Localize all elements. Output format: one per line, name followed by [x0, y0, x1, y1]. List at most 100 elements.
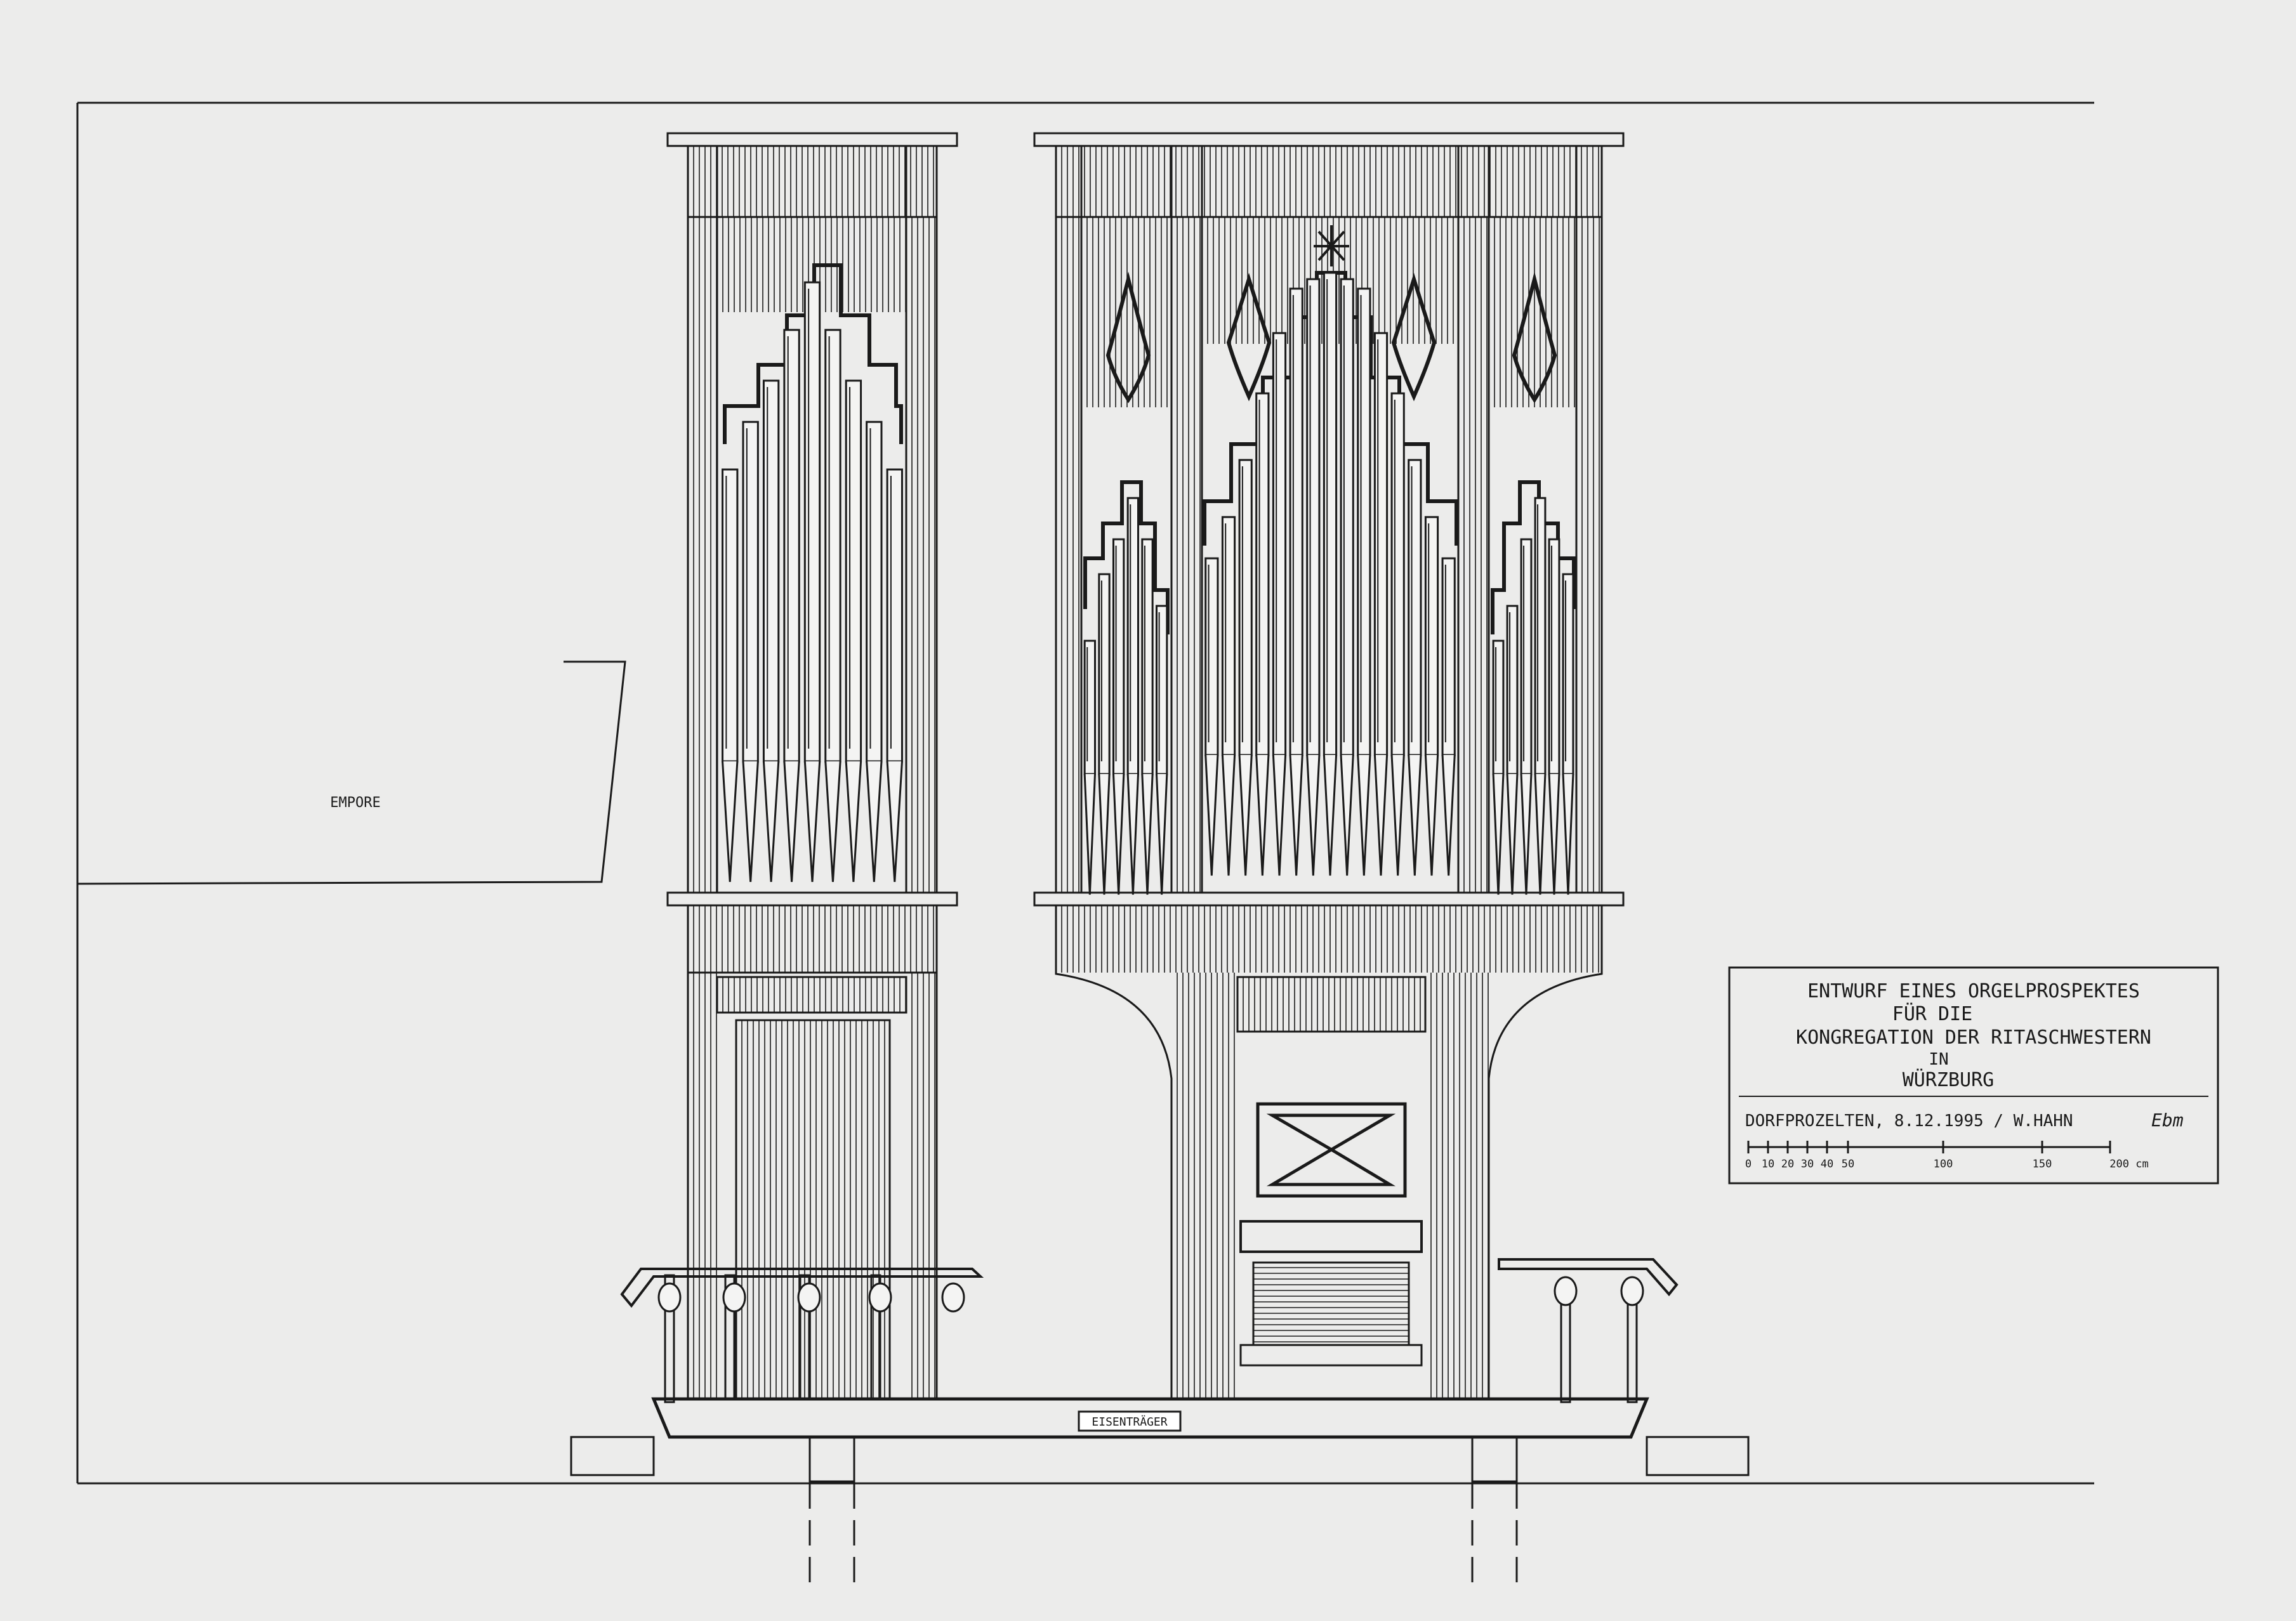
organ-pipe: [1340, 278, 1354, 876]
hatch-zone: [1494, 217, 1575, 407]
organ-pipe: [1221, 516, 1236, 876]
hatch-zone: [722, 977, 906, 1013]
organ-pipe: [762, 379, 780, 883]
scale-tick-label-20: 20: [1781, 1158, 1794, 1171]
signature-mark: Ebm: [2151, 1110, 2184, 1131]
right-support-column: [1471, 1436, 1518, 1483]
railing-post: [724, 1274, 736, 1400]
scale-tick-label-100: 100: [1934, 1158, 1953, 1171]
hatch-zone: [693, 973, 717, 1399]
hatch-zone: [1177, 217, 1201, 893]
beam-label: EISENTRÄGER: [1092, 1415, 1167, 1429]
organ-pipe: [886, 468, 903, 883]
left-tower-post-left: [687, 145, 718, 894]
railing-knob: [868, 1282, 892, 1313]
gallery-label: EMPORE: [330, 795, 380, 811]
organ-pipe: [1534, 497, 1547, 895]
organ-pipe: [1272, 332, 1287, 876]
main-case-cornice: [1033, 132, 1625, 147]
scale-tick-label-30: 30: [1801, 1158, 1814, 1171]
hatch-zone: [693, 905, 934, 973]
left-railing: [620, 1268, 984, 1403]
railing-post: [870, 1274, 881, 1400]
left-tower-console-panel: [716, 976, 907, 1014]
railing-knob: [941, 1282, 965, 1313]
hatch-zone: [1581, 217, 1600, 893]
hatch-zone: [1177, 973, 1235, 1399]
star-ornament: [1314, 225, 1349, 266]
scale-tick-label-0: 0: [1745, 1158, 1752, 1171]
organ-pipe: [1098, 573, 1111, 895]
beam-label-box: [1078, 1410, 1182, 1432]
main-case-console-panel: [1236, 976, 1427, 1033]
organ-pipe: [1441, 557, 1456, 876]
main-case-pedal-panel: [1252, 1261, 1410, 1346]
organ-pipe: [1141, 538, 1154, 895]
railing-knob: [657, 1282, 682, 1313]
organ-pipes: [722, 272, 1574, 895]
main-case-post-right: [1575, 145, 1603, 894]
organ-pipe: [866, 421, 883, 883]
scale-ticks: [1747, 1141, 2111, 1153]
hatch-zone: [1253, 1267, 1409, 1342]
hatch-zone: [911, 973, 935, 1399]
organ-pipe: [1424, 516, 1439, 876]
organ-pipe: [1323, 272, 1338, 876]
hatch-zone: [1086, 217, 1168, 407]
organ-pipe: [742, 421, 759, 883]
scale-tick-label-50: 50: [1842, 1158, 1854, 1171]
organ-pipe: [1390, 392, 1405, 876]
hatch-zone: [911, 217, 935, 893]
organ-pipe: [1112, 538, 1125, 895]
organ-pipe: [824, 329, 841, 883]
railing-post: [799, 1274, 810, 1400]
organ-pipe: [1238, 459, 1253, 876]
hatch-zone: [741, 1020, 885, 1399]
hatch-zone: [722, 217, 906, 312]
railing-knob: [1620, 1276, 1644, 1306]
title-line-1: ENTWURF EINES ORGELPROSPEKTES: [1807, 980, 2140, 1002]
hatch-zone: [1061, 217, 1079, 893]
organ-pipe: [803, 281, 821, 883]
organ-pipe: [1520, 538, 1533, 895]
organ-pipe: [1506, 605, 1519, 895]
gallery-outline: [77, 660, 626, 885]
main-organ-case: [1033, 132, 1625, 1400]
hatch-zone: [1463, 217, 1488, 893]
organ-pipe: [1255, 392, 1270, 876]
organ-pipe: [1357, 287, 1371, 876]
title-line-5: WÜRZBURG: [1903, 1068, 1995, 1091]
scale-tick-label-150: 150: [2033, 1158, 2052, 1171]
left-tower-post-right: [905, 145, 938, 894]
main-case-divider-left: [1170, 145, 1203, 894]
organ-pipe: [1289, 287, 1303, 876]
organ-pipe: [783, 329, 800, 883]
sheet-frame: [76, 102, 2094, 1485]
organ-pipe: [722, 468, 739, 883]
organ-pipe: [1408, 459, 1422, 876]
left-support-column: [808, 1436, 855, 1483]
main-case-bench: [1239, 1344, 1423, 1367]
organ-pipe: [1156, 605, 1168, 895]
wood-grain-hatching: [693, 146, 1600, 1399]
main-pipe-frame-right: [1491, 480, 1576, 634]
diamond-ornament-1: [1105, 272, 1151, 404]
hatch-zone: [1243, 977, 1421, 1032]
main-case-post-left: [1055, 145, 1083, 894]
title-line-2: FÜR DIE: [1892, 1002, 1972, 1025]
title-line-4: IN: [1929, 1050, 1948, 1069]
hatch-zone: [693, 217, 717, 893]
main-case-divider-right: [1457, 145, 1490, 894]
hatch-zone: [693, 146, 934, 217]
hatch-zone: [1061, 905, 1599, 973]
scale-tick-label-10: 10: [1762, 1158, 1774, 1171]
right-railing: [1498, 1258, 1679, 1403]
title-block: [1728, 966, 2219, 1185]
organ-pipe: [1492, 640, 1505, 895]
console-window-hourglass: [1266, 1113, 1396, 1186]
main-case-manuals: [1239, 1220, 1423, 1253]
organ-pipe: [1373, 332, 1389, 876]
organ-pipe: [1126, 497, 1139, 895]
signature-line: DORFPROZELTEN, 8.12.1995 / W.HAHN: [1745, 1112, 2073, 1131]
